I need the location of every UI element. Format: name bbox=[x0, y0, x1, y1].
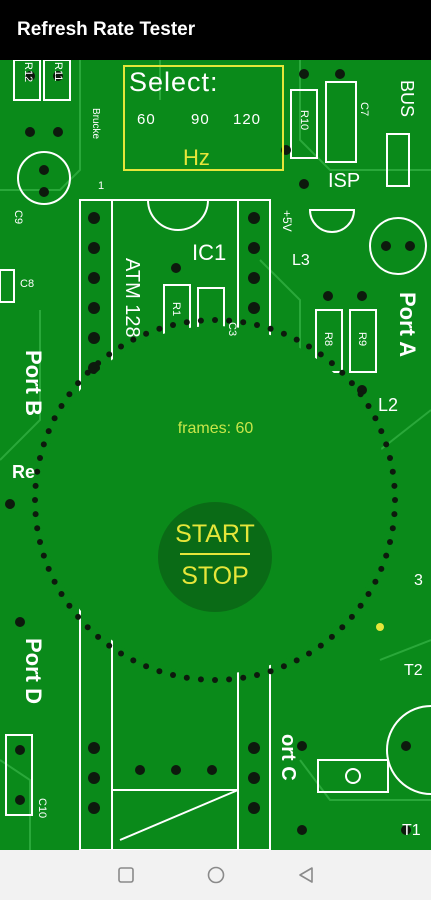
label-num3: 3 bbox=[414, 572, 423, 589]
start-stop-button[interactable]: START STOP bbox=[158, 502, 272, 612]
moving-indicator-dot bbox=[376, 623, 384, 631]
label-bus: BUS bbox=[397, 80, 417, 118]
option-60hz[interactable]: 60 bbox=[137, 111, 156, 128]
back-icon[interactable] bbox=[294, 863, 318, 887]
label-port-a: Port A bbox=[395, 292, 420, 358]
system-nav-bar bbox=[0, 850, 431, 900]
hz-unit-label: Hz bbox=[183, 145, 210, 170]
label-c10: C10 bbox=[36, 798, 48, 819]
label-t1: T1 bbox=[402, 822, 421, 839]
label-c7: C7 bbox=[358, 102, 370, 117]
frames-counter: frames: 60 bbox=[177, 420, 254, 437]
pcb-traces bbox=[0, 60, 431, 850]
app-title: Refresh Rate Tester bbox=[17, 19, 196, 40]
refresh-dot-ring bbox=[32, 317, 398, 683]
label-l3: L3 bbox=[292, 252, 310, 269]
label-plus5v: +5V bbox=[280, 210, 294, 232]
label-re: Re bbox=[12, 462, 36, 482]
label-r9: R9 bbox=[356, 332, 368, 347]
recents-icon[interactable] bbox=[114, 863, 138, 887]
hz-selector: Select: 60 90 120 Hz bbox=[123, 65, 284, 171]
label-c3: C3 bbox=[226, 322, 238, 337]
label-r11: R11 bbox=[52, 62, 64, 82]
label-num1: 1 bbox=[98, 180, 105, 192]
label-port-c: ort C bbox=[277, 734, 299, 781]
selector-label: Select: bbox=[129, 67, 219, 97]
label-isp: ISP bbox=[328, 170, 361, 192]
label-port-b: Port B bbox=[21, 350, 46, 416]
label-r1: R1 bbox=[170, 302, 182, 317]
stop-label: STOP bbox=[181, 562, 249, 590]
label-brucke: Brucke bbox=[90, 108, 101, 140]
home-icon[interactable] bbox=[204, 863, 228, 887]
label-t2: T2 bbox=[404, 662, 423, 679]
label-port-d: Port D bbox=[21, 638, 46, 704]
button-divider bbox=[180, 553, 250, 555]
label-r12: R12 bbox=[22, 62, 34, 83]
pcb-background: Port B Port A Port D ort C ATM 128 IC1 I… bbox=[0, 60, 431, 850]
label-l2: L2 bbox=[378, 395, 399, 415]
label-r8: R8 bbox=[322, 332, 334, 347]
label-atm: ATM 128 bbox=[121, 258, 143, 338]
option-90hz[interactable]: 90 bbox=[191, 111, 210, 128]
option-120hz[interactable]: 120 bbox=[233, 111, 262, 128]
start-label: START bbox=[175, 520, 255, 548]
label-r10: R10 bbox=[298, 110, 310, 131]
label-c8: C8 bbox=[20, 278, 35, 290]
app-bar: Refresh Rate Tester bbox=[0, 0, 431, 60]
label-c9: C9 bbox=[12, 210, 24, 225]
label-ic1: IC1 bbox=[192, 240, 227, 265]
